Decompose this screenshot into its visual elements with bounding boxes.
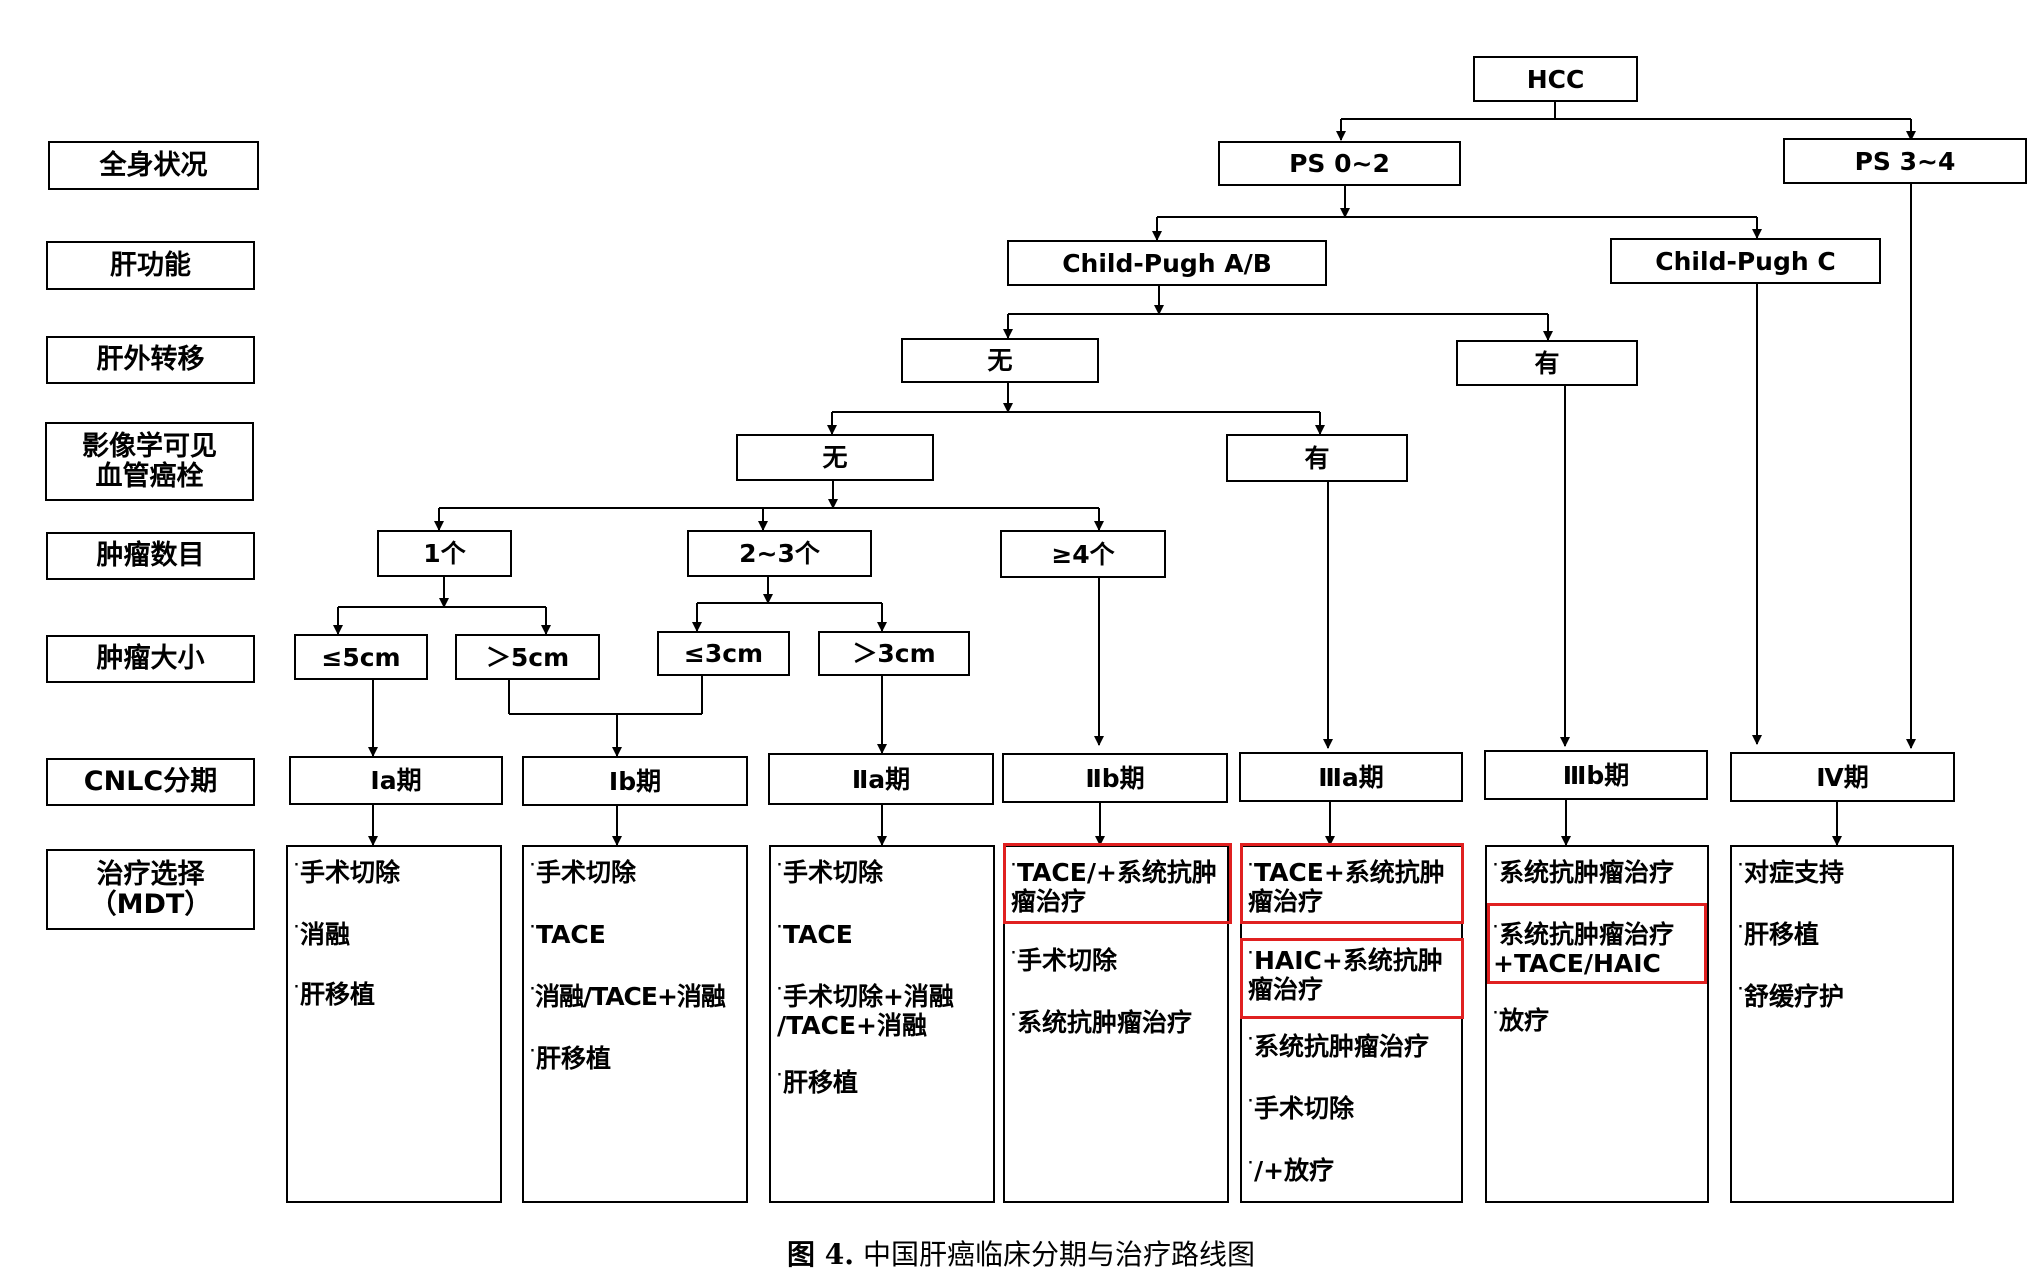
row-label-cnlc-stage: CNLC分期 (46, 758, 255, 806)
treatment-item-highlighted: ·HAIC+系统抗肿瘤治疗 (1248, 946, 1443, 1004)
highlight-frame-iiia-tace (1240, 843, 1464, 924)
treatment-item: ·系统抗肿瘤治疗 (1011, 1008, 1192, 1037)
node-ps-0-2: PS 0~2 (1218, 141, 1461, 186)
treatment-item-highlighted: ·TACE/+系统抗肿瘤治疗 (1011, 858, 1217, 916)
stage-iv: Ⅳ期 (1730, 752, 1955, 802)
node-size-le-5cm: ≤5cm (294, 634, 428, 680)
treatment-item-highlighted: ·TACE+系统抗肿瘤治疗 (1248, 858, 1445, 916)
node-extrahepatic-no: 无 (901, 338, 1099, 383)
stage-iia: Ⅱa期 (768, 753, 994, 805)
stage-iiia: Ⅲa期 (1239, 752, 1463, 802)
treatment-item: ·手术切除 (777, 858, 883, 887)
row-label-tumor-number: 肿瘤数目 (46, 532, 255, 580)
treatment-item: ·舒缓疗护 (1738, 982, 1844, 1011)
highlight-frame-iiia-haic (1240, 938, 1464, 1019)
node-child-pugh-ab: Child-Pugh A/B (1007, 240, 1327, 286)
node-size-gt-5cm: ＞5cm (455, 634, 600, 680)
treatment-box-iia: ·手术切除 ·TACE ·手术切除+消融 /TACE+消融 ·肝移植 (769, 845, 995, 1203)
figure-caption: 图 4. 中国肝癌临床分期与治疗路线图 (0, 1233, 2042, 1273)
node-ps-3-4: PS 3~4 (1783, 138, 2027, 184)
treatment-item: ·手术切除 (1011, 946, 1117, 975)
node-tumor-count-4-plus: ≥4个 (1000, 530, 1166, 578)
treatment-item: ·手术切除+消融 /TACE+消融 (777, 982, 954, 1040)
node-vascular-no: 无 (736, 434, 934, 481)
treatment-item: ·/+放疗 (1248, 1156, 1335, 1185)
treatment-item: ·肝移植 (777, 1068, 858, 1097)
stage-iiib: Ⅲb期 (1484, 750, 1708, 800)
row-label-tumor-size: 肿瘤大小 (46, 635, 255, 683)
treatment-item: ·对症支持 (1738, 858, 1844, 887)
treatment-box-iv: ·对症支持 ·肝移植 ·舒缓疗护 (1730, 845, 1954, 1203)
node-size-gt-3cm: ＞3cm (818, 631, 970, 676)
treatment-item: ·消融/TACE+消融 (530, 982, 726, 1011)
highlight-frame-iib-tace (1003, 843, 1232, 924)
node-tumor-count-2-3: 2~3个 (687, 530, 872, 577)
treatment-box-iiia: ·TACE+系统抗肿瘤治疗 ·HAIC+系统抗肿瘤治疗 ·系统抗肿瘤治疗 ·手术… (1240, 845, 1463, 1203)
stage-iib: Ⅱb期 (1002, 753, 1228, 803)
node-child-pugh-c: Child-Pugh C (1610, 238, 1881, 284)
stage-ib: Ⅰb期 (522, 756, 748, 806)
treatment-item: ·肝移植 (530, 1044, 611, 1073)
row-label-extrahepatic-metastasis: 肝外转移 (46, 336, 255, 384)
node-extrahepatic-yes: 有 (1456, 340, 1638, 386)
node-tumor-count-1: 1个 (377, 530, 512, 577)
treatment-item: ·消融 (294, 920, 350, 949)
treatment-item: ·TACE (530, 920, 606, 949)
treatment-item: ·TACE (777, 920, 853, 949)
treatment-item: ·手术切除 (294, 858, 400, 887)
stage-ia: Ⅰa期 (289, 756, 503, 805)
row-label-vascular-thrombus: 影像学可见血管癌栓 (45, 422, 254, 501)
treatment-box-ia: ·手术切除 ·消融 ·肝移植 (286, 845, 502, 1203)
treatment-item: ·手术切除 (530, 858, 636, 887)
figure-title: 中国肝癌临床分期与治疗路线图 (862, 1238, 1255, 1271)
treatment-item: ·手术切除 (1248, 1094, 1354, 1123)
row-label-treatment-mdt: 治疗选择（MDT） (46, 849, 255, 930)
treatment-item: ·系统抗肿瘤治疗 (1493, 858, 1674, 887)
row-label-general-status: 全身状况 (48, 141, 259, 190)
treatment-box-iiib: ·系统抗肿瘤治疗 ·系统抗肿瘤治疗+TACE/HAIC ·放疗 (1485, 845, 1709, 1203)
treatment-item: ·系统抗肿瘤治疗 (1248, 1032, 1429, 1061)
node-vascular-yes: 有 (1226, 434, 1408, 482)
figure-label: 图 4. (787, 1238, 855, 1271)
treatment-box-ib: ·手术切除 ·TACE ·消融/TACE+消融 ·肝移植 (522, 845, 748, 1203)
node-size-le-3cm: ≤3cm (657, 631, 790, 676)
treatment-item: ·肝移植 (1738, 920, 1819, 949)
treatment-item-highlighted: ·系统抗肿瘤治疗+TACE/HAIC (1493, 920, 1674, 978)
treatment-item: ·肝移植 (294, 980, 375, 1009)
treatment-item: ·放疗 (1493, 1006, 1549, 1035)
treatment-box-iib: ·TACE/+系统抗肿瘤治疗 ·手术切除 ·系统抗肿瘤治疗 (1003, 845, 1229, 1203)
highlight-frame-iiib-combo (1487, 903, 1707, 984)
row-label-liver-function: 肝功能 (46, 241, 255, 290)
node-hcc: HCC (1473, 56, 1638, 102)
